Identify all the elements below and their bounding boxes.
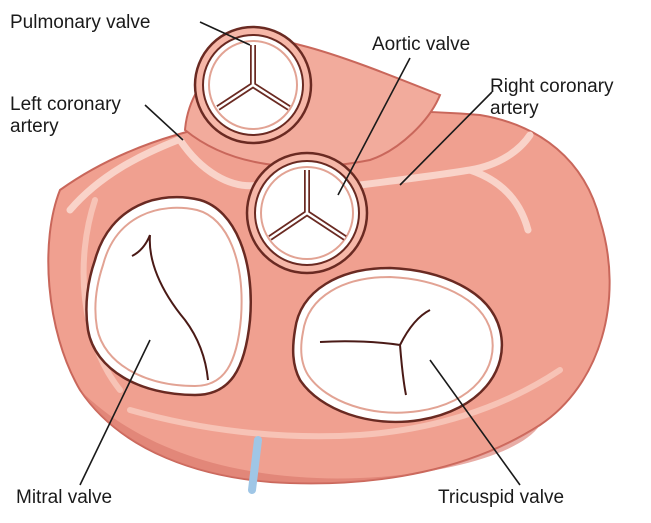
right-coronary-artery-label-line1: Right coronary: [490, 76, 614, 97]
tricuspid-valve: [293, 268, 502, 422]
mitral-valve: [86, 197, 250, 395]
aortic-valve-label: Aortic valve: [372, 34, 470, 55]
tricuspid-valve-label: Tricuspid valve: [438, 487, 564, 508]
left-coronary-artery-label-line2: artery: [10, 116, 59, 137]
left-coronary-artery-label-line1: Left coronary: [10, 94, 121, 115]
right-coronary-artery-label-line2: artery: [490, 98, 539, 119]
aortic-valve: [247, 153, 367, 273]
mitral-valve-label: Mitral valve: [16, 487, 112, 508]
pulmonary-valve: [195, 27, 311, 143]
leader-left-coronary: [145, 105, 183, 140]
pulmonary-valve-label: Pulmonary valve: [10, 12, 150, 33]
